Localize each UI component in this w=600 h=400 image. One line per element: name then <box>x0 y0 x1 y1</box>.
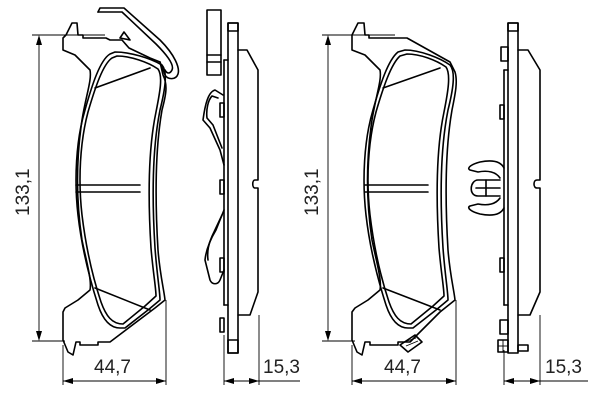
pad-1-thickness-dimension <box>223 315 300 385</box>
pad-1-side-view <box>202 9 259 354</box>
pad-1-thickness-label: 15,3 <box>263 357 300 378</box>
pad-2-height-label: 133,1 <box>302 168 323 216</box>
pad-2-width-label: 44,7 <box>384 357 421 378</box>
pad-2-width-dimension <box>351 300 457 385</box>
pad-2-thickness-label: 15,3 <box>545 357 582 378</box>
pad-2-side-view <box>467 22 541 354</box>
pad-1-front-view <box>62 7 180 356</box>
pad-2-thickness-dimension <box>503 315 588 385</box>
pad-2-front-view <box>351 22 458 356</box>
pad-1-height-dimension <box>32 34 105 342</box>
pad-1-width-label: 44,7 <box>94 357 131 378</box>
pad-2-height-dimension <box>322 34 395 342</box>
pad-1-height-label: 133,1 <box>13 168 34 216</box>
pad-1-width-dimension <box>62 300 167 385</box>
